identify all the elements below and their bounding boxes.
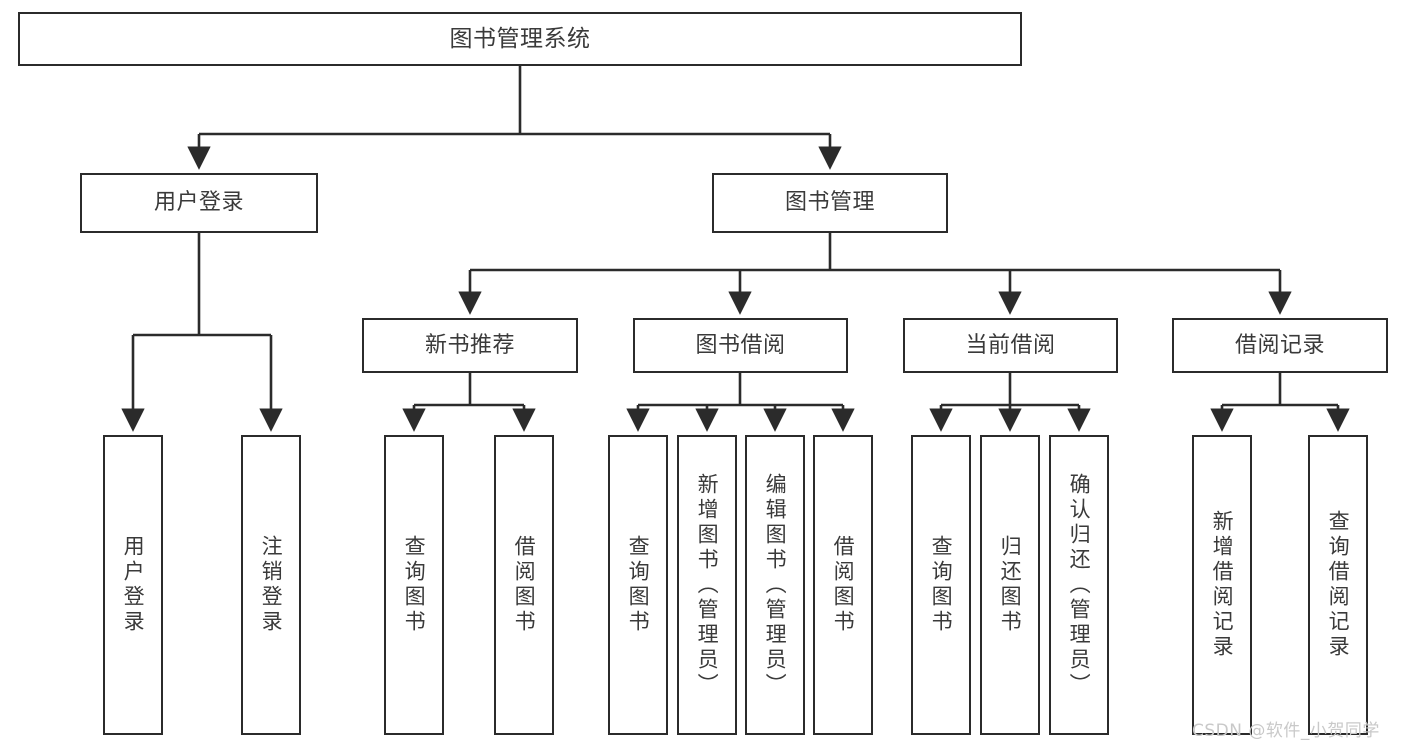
node-borrow-record[interactable]: 借阅记录 [1172,318,1388,373]
node-book-management[interactable]: 图书管理 [712,173,948,233]
leaf-book-borrow-borrow-book-label: 借阅图书 [831,535,856,635]
leaf-user-login-login-label: 用户登录 [121,535,146,635]
leaf-book-borrow-query-book[interactable]: 查询图书 [608,435,668,735]
node-new-book-recommend[interactable]: 新书推荐 [362,318,578,373]
leaf-user-login-logout-label: 注销登录 [259,535,284,635]
node-user-login[interactable]: 用户登录 [80,173,318,233]
leaf-current-borrow-return-book-label: 归还图书 [998,535,1023,635]
node-user-login-label: 用户登录 [153,190,244,216]
leaf-new-book-query-book[interactable]: 查询图书 [384,435,444,735]
node-book-borrow-label: 图书借阅 [695,332,786,358]
leaf-borrow-record-query-record-label: 查询借阅记录 [1326,510,1351,660]
leaf-book-borrow-add-book-label: 新增图书（管理员） [695,472,720,698]
leaf-borrow-record-query-record[interactable]: 查询借阅记录 [1308,435,1368,735]
node-current-borrow-label: 当前借阅 [965,332,1056,358]
leaf-new-book-query-book-label: 查询图书 [402,535,427,635]
node-root-system[interactable]: 图书管理系统 [18,12,1022,66]
leaf-new-book-borrow-book[interactable]: 借阅图书 [494,435,554,735]
leaf-book-borrow-add-book[interactable]: 新增图书（管理员） [677,435,737,735]
leaf-new-book-borrow-book-label: 借阅图书 [512,535,537,635]
leaf-user-login-login[interactable]: 用户登录 [103,435,163,735]
leaf-book-borrow-edit-book-label: 编辑图书（管理员） [763,472,788,698]
leaf-book-borrow-borrow-book[interactable]: 借阅图书 [813,435,873,735]
leaf-book-borrow-edit-book[interactable]: 编辑图书（管理员） [745,435,805,735]
leaf-current-borrow-return-book[interactable]: 归还图书 [980,435,1040,735]
leaf-current-borrow-query-book-label: 查询图书 [929,535,954,635]
leaf-user-login-logout[interactable]: 注销登录 [241,435,301,735]
node-new-book-recommend-label: 新书推荐 [424,332,515,358]
leaf-current-borrow-confirm-return[interactable]: 确认归还（管理员） [1049,435,1109,735]
leaf-current-borrow-query-book[interactable]: 查询图书 [911,435,971,735]
leaf-book-borrow-query-book-label: 查询图书 [626,535,651,635]
leaf-borrow-record-add-record-label: 新增借阅记录 [1210,510,1235,660]
node-book-management-label: 图书管理 [784,190,875,216]
node-root-system-label: 图书管理系统 [449,25,591,52]
node-current-borrow[interactable]: 当前借阅 [903,318,1118,373]
leaf-current-borrow-confirm-return-label: 确认归还（管理员） [1067,472,1092,698]
node-book-borrow[interactable]: 图书借阅 [633,318,848,373]
leaf-borrow-record-add-record[interactable]: 新增借阅记录 [1192,435,1252,735]
node-borrow-record-label: 借阅记录 [1234,332,1325,358]
